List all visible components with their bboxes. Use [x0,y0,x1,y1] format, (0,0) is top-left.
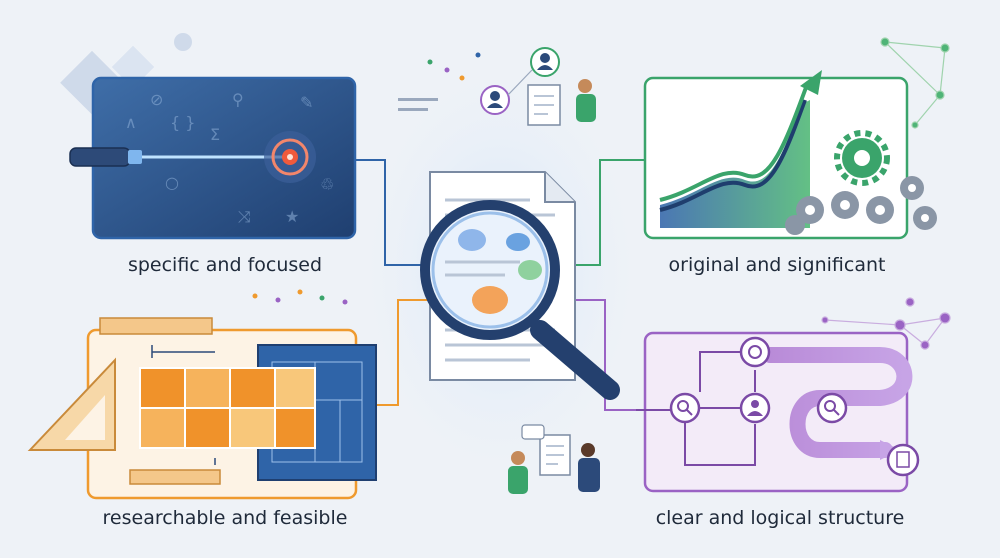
panel-researchable-feasible [27,289,377,500]
search-icon [669,392,701,424]
flow-lines [636,351,756,466]
search-icon [816,392,848,424]
shuffle-icon: ⤨ [238,207,251,226]
document-icon [886,443,920,477]
user-icon [739,392,771,424]
target-icon [739,336,771,368]
gear-icon [785,130,937,235]
network-icon [880,37,950,129]
ruler-icon [99,317,221,485]
recycle-icon: ♲ [320,175,334,194]
link-icon: ⊘ [150,90,163,109]
collaborators-icon [480,47,596,126]
sigma-icon: Σ [210,125,220,144]
caption-specific-focused: specific and focused [127,254,323,276]
search-icon: ⚲ [232,90,244,109]
caption-researchable-feasible: researchable and feasible [102,507,348,529]
decor-dots [398,52,481,111]
decor-dots [252,289,348,305]
panel-specific-focused: ∧ ⊘ { } Σ ⚲ ✎ ○ ⤨ ★ ♲ [69,76,357,240]
set-square-icon [27,357,116,451]
caption-original-significant: original and significant [668,254,886,276]
sigma-icon: ∧ [125,113,137,132]
panel-original-significant [643,37,950,240]
flow-arrow-icon [762,347,913,460]
puzzle-icon [139,367,316,449]
dimension-arrows [151,345,216,465]
laser-pointer-icon [69,147,290,167]
circle-icon: ○ [165,173,179,192]
network-icon [821,297,951,350]
pen-icon: ✎ [300,93,313,112]
caption-clear-logical: clear and logical structure [655,507,905,529]
braces-icon: { } [170,113,195,132]
star-icon: ★ [285,207,299,226]
panel-clear-logical [636,297,951,493]
magnifying-glass-icon [420,200,620,400]
target-icon [264,131,316,183]
growth-chart-icon [659,70,822,228]
presenter-icon [508,424,600,494]
